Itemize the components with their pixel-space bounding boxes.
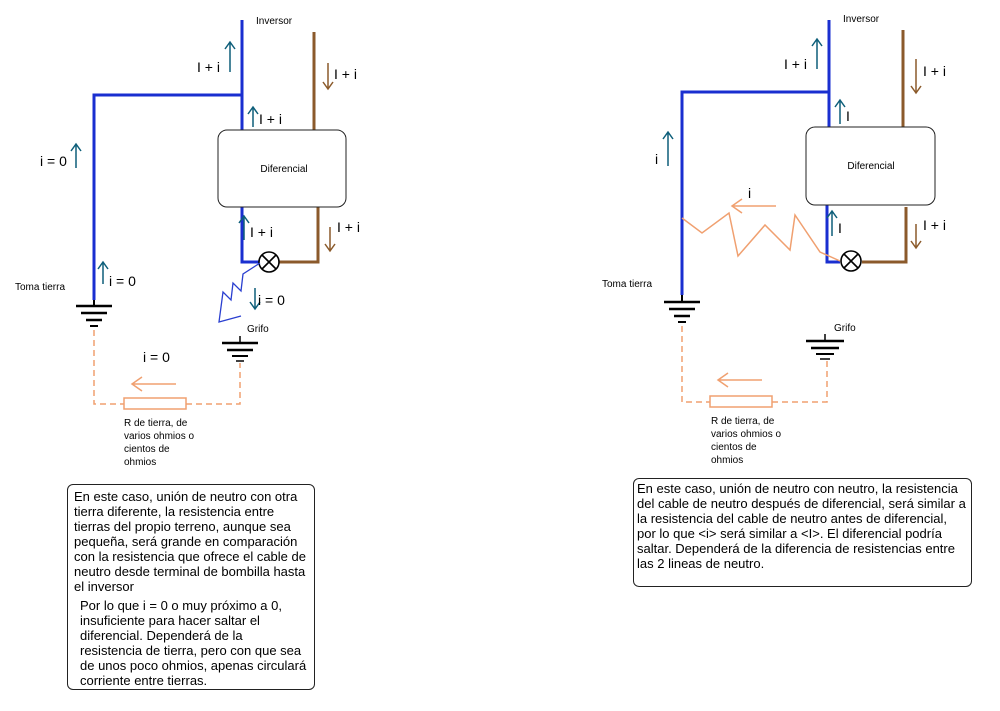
left-inversor-label: Inversor: [256, 16, 293, 27]
svg-text:cientos de: cientos de: [124, 444, 170, 455]
svg-text:cientos de: cientos de: [711, 442, 757, 453]
left-grifo-label: Grifo: [247, 324, 269, 335]
left-neutral-wire-bottom: [240, 205, 260, 264]
left-ground-neutral-wire: [92, 93, 242, 300]
left-diagram: Diferencial Inversor Toma tierra Grifo: [15, 16, 360, 468]
right-current-arrows-brown: [910, 59, 922, 250]
right-earth-resistor: [709, 395, 773, 408]
right-ground-icon-toma: [664, 295, 700, 323]
svg-text:R de tierra, de: R de tierra, de: [711, 416, 775, 427]
left-resistor-caption: R de tierra, de varios ohmios o cientos …: [124, 418, 194, 468]
right-current-label: I + i: [923, 217, 946, 233]
right-explanation-paragraph: En este caso, unión de neutro con neutro…: [637, 481, 966, 571]
right-arrow-down-icon: [910, 59, 922, 95]
right-current-label: I + i: [923, 63, 946, 79]
right-resistor-caption: R de tierra, de varios ohmios o cientos …: [711, 416, 781, 466]
right-arrow-up-icon: [662, 130, 674, 166]
left-arrow-up-icon: [247, 105, 259, 127]
left-current-label: I + i: [259, 111, 282, 127]
right-spark-arrow-icon: [730, 198, 776, 214]
right-current-label: i: [655, 151, 658, 167]
svg-text:R de tierra, de: R de tierra, de: [124, 418, 188, 429]
left-arrow-down-icon: [249, 288, 261, 311]
right-ground-icon-grifo: [806, 334, 844, 360]
left-arrow-up-icon: [97, 260, 109, 284]
svg-text:varios ohmios o: varios ohmios o: [124, 431, 194, 442]
right-inversor-label: Inversor: [843, 14, 880, 25]
left-arrow-up-icon: [70, 142, 82, 168]
right-earth-path: [681, 326, 828, 403]
left-current-label: I + i: [334, 66, 357, 82]
right-arrow-up-icon: [834, 98, 846, 124]
right-diferencial-box: [805, 126, 936, 206]
right-arrow-up-icon: [826, 209, 838, 236]
right-diferencial-label: Diferencial: [847, 161, 894, 172]
svg-text:varios ohmios o: varios ohmios o: [711, 429, 781, 440]
right-live-wire-bottom: [862, 207, 908, 264]
left-explanation-box: En este caso, unión de neutro con otra t…: [67, 484, 315, 690]
left-current-arrows: [70, 40, 261, 311]
left-ground-icon-grifo: [222, 336, 258, 362]
left-explanation-paragraph-1: En este caso, unión de neutro con otra t…: [74, 489, 306, 594]
left-live-wire-bottom: [278, 207, 320, 264]
left-current-label: I + i: [197, 59, 220, 75]
left-current-label: i = 0: [40, 153, 67, 169]
left-current-label: i = 0: [143, 349, 170, 365]
right-current-label: I: [838, 220, 842, 236]
left-arrow-down-icon: [322, 63, 334, 91]
right-neutral-wire-bottom: [825, 205, 840, 264]
left-diferencial-box: [217, 129, 347, 208]
svg-text:ohmios: ohmios: [711, 455, 743, 466]
left-current-label: i = 0: [258, 292, 285, 308]
left-bulb-icon: [258, 251, 280, 273]
svg-text:ohmios: ohmios: [124, 457, 156, 468]
left-toma-tierra-label: Toma tierra: [15, 282, 65, 293]
right-explanation-box: En este caso, unión de neutro con neutro…: [633, 478, 972, 587]
left-arrow-up-icon: [224, 40, 236, 72]
left-current-arrows-brown: [322, 63, 336, 253]
right-diagram: Diferencial Inversor Toma tierra Grifo R…: [602, 14, 946, 466]
right-arrow-down-icon: [910, 224, 922, 250]
right-current-arrows: [662, 37, 846, 236]
left-current-label: I + i: [337, 219, 360, 235]
left-explanation-paragraph-2: Por lo que i = 0 o muy próximo a 0, insu…: [80, 598, 307, 688]
left-current-label: i = 0: [109, 273, 136, 289]
right-grifo-label: Grifo: [834, 323, 856, 334]
left-diferencial-label: Diferencial: [260, 164, 307, 175]
right-toma-tierra-label: Toma tierra: [602, 279, 652, 290]
left-arrow-up-icon: [238, 214, 250, 240]
right-return-arrow-icon: [716, 372, 762, 388]
left-earth-resistor: [123, 397, 187, 410]
right-bulb-icon: [840, 250, 862, 272]
right-current-label: i: [748, 185, 751, 201]
right-spark-icon: [681, 211, 841, 262]
left-return-arrow-icon: [130, 376, 176, 392]
right-current-label: I + i: [784, 56, 807, 72]
left-current-label: I + i: [250, 224, 273, 240]
right-current-label: I: [846, 108, 850, 124]
left-earth-path: [93, 330, 241, 405]
right-ground-neutral-wire: [680, 90, 829, 295]
left-spark-icon: [218, 262, 261, 323]
left-ground-icon-toma: [76, 300, 112, 327]
left-arrow-down-icon: [324, 227, 336, 253]
right-arrow-up-icon: [811, 37, 823, 69]
